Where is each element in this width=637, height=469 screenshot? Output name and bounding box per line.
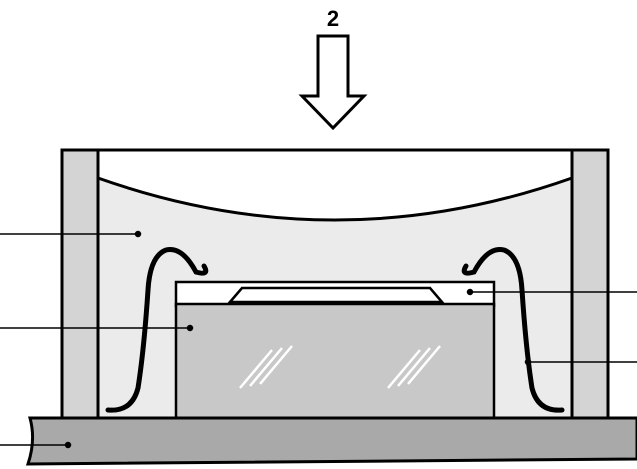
leader-dot-left-upper [134, 230, 142, 238]
housing-wall-left [60, 148, 100, 420]
leader-dot-left-middle [186, 324, 194, 332]
leader-dot-right-lower [524, 358, 532, 366]
force-arrow-label: 2 [327, 6, 339, 31]
force-arrow [298, 34, 368, 131]
glass-block [174, 302, 496, 420]
membrane-curve-line [97, 176, 573, 222]
base-plate [25, 416, 637, 466]
chip-raised-pad [227, 286, 445, 304]
leader-dot-left-bottom [64, 441, 72, 449]
housing-membrane-curve [98, 150, 572, 220]
housing-wall-right [570, 148, 610, 420]
glass-reflection-marks [239, 345, 441, 389]
spring-clip-left [105, 246, 209, 413]
leader-lines [0, 230, 637, 449]
spring-clip-right [461, 246, 565, 413]
leader-dot-right-upper [466, 288, 474, 296]
